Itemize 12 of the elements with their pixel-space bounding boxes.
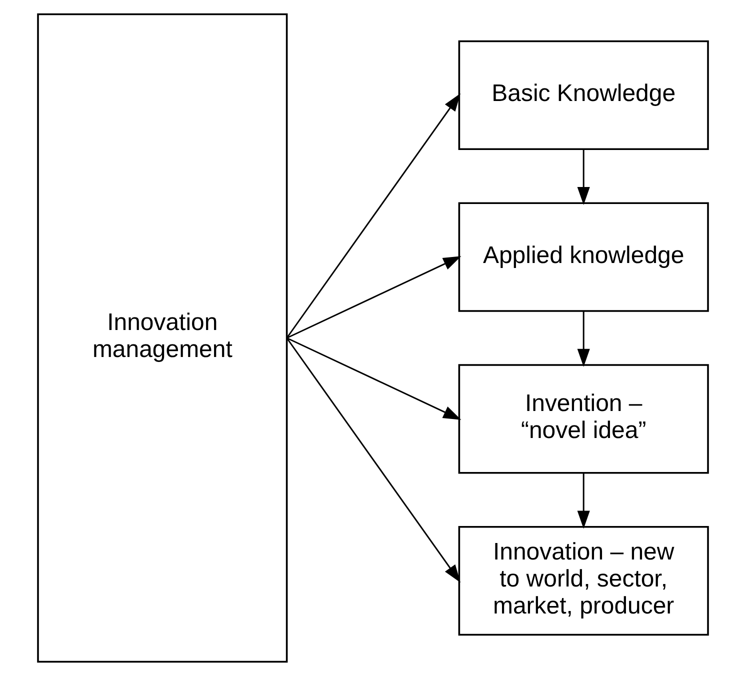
node-box: Innovation management [36,13,288,663]
arrow [286,337,461,420]
node-box: Innovation – new to world, sector, market, producer [458,526,708,636]
arrow [576,149,590,205]
node-box: Invention – “novel idea” [458,364,708,474]
node-box: Basic Knowledge [458,40,708,150]
arrow [576,311,590,367]
arrow [286,256,461,339]
node-box: Applied knowledge [458,202,708,312]
arrow [286,93,460,338]
arrow [286,338,460,583]
arrow [576,473,590,529]
